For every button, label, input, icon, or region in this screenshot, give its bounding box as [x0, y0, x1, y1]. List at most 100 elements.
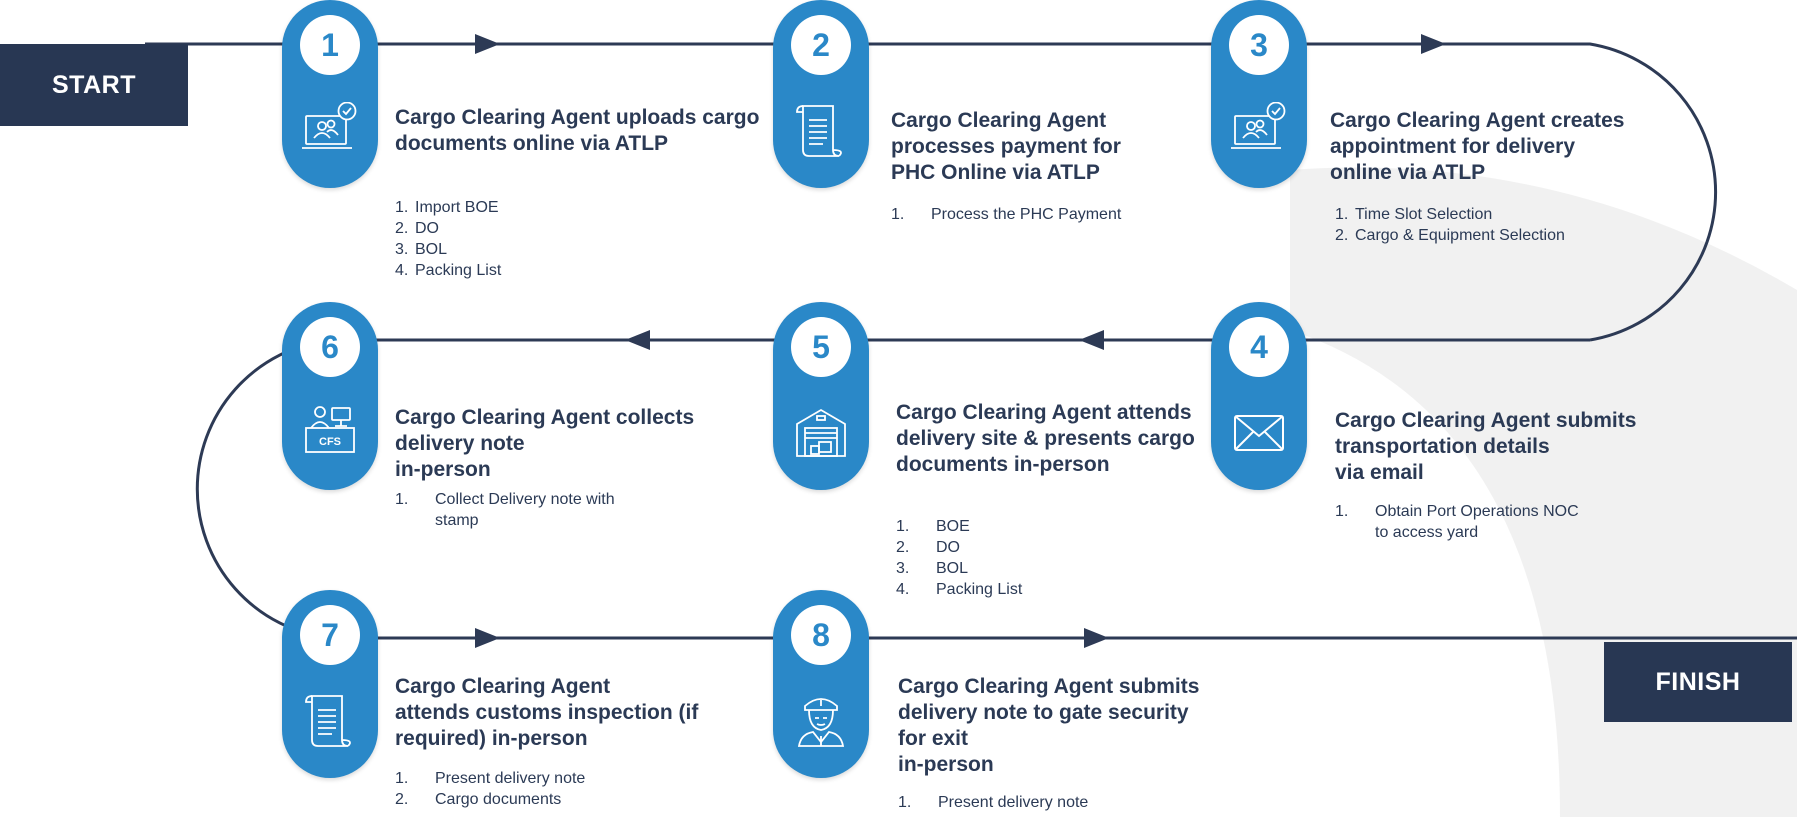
- step-number: 7: [300, 605, 360, 665]
- list-item-number: 2.: [395, 220, 409, 237]
- list-item: 1. Time Slot Selection: [1335, 204, 1565, 225]
- laptop-users-check-icon: [1231, 101, 1287, 158]
- step-number: 5: [791, 317, 851, 377]
- list-item-number: 1.: [395, 770, 409, 787]
- list-item-number: 1.: [891, 206, 905, 223]
- list-item-text: BOL: [415, 241, 448, 258]
- step-number: 6: [300, 317, 360, 377]
- title-line: Cargo Clearing Agent: [395, 675, 611, 698]
- title-line: for exit: [898, 727, 969, 750]
- step-number: 2: [791, 15, 851, 75]
- step-number: 3: [1229, 15, 1289, 75]
- list-item: 3.BOL: [395, 239, 501, 260]
- title-line: via email: [1335, 461, 1424, 484]
- step-4-title: Cargo Clearing Agent submits transportati…: [1335, 408, 1636, 486]
- arrow-right-icon: [1084, 628, 1109, 648]
- finish-box: FINISH: [1604, 642, 1792, 722]
- list-item: 1. Import BOE: [395, 197, 501, 218]
- list-item: 1. Collect Delivery note with: [395, 489, 615, 510]
- security-guard-icon: [793, 692, 849, 748]
- list-item-text: DO: [415, 220, 439, 237]
- step-2-pill: 2: [773, 0, 869, 188]
- title-line: transportation details: [1335, 435, 1550, 458]
- step-2-list: 1. Process the PHC Payment: [891, 204, 1121, 225]
- title-line: delivery site & presents cargo: [896, 427, 1195, 450]
- list-item-text: Time Slot Selection: [1355, 206, 1493, 223]
- list-item: 1. Present delivery note: [395, 768, 585, 789]
- list-item-text: Process the PHC Payment: [931, 206, 1122, 223]
- list-item-number: [1335, 522, 1375, 543]
- list-item-text: Cargo documents: [435, 791, 562, 808]
- list-item-text: Obtain Port Operations NOC: [1375, 503, 1579, 520]
- list-item: 1. Present delivery note: [898, 792, 1088, 813]
- step-number: 1: [300, 15, 360, 75]
- start-box: START: [0, 44, 188, 126]
- title-line: Cargo Clearing Agent submits: [1335, 409, 1637, 432]
- step-number: 4: [1229, 317, 1289, 377]
- svg-text:CFS: CFS: [319, 436, 341, 448]
- list-item-text: stamp: [435, 512, 479, 529]
- list-item-number: 1.: [395, 491, 409, 508]
- list-item-text: DO: [936, 539, 960, 556]
- list-item: 4.Packing List: [896, 579, 1022, 600]
- list-item-number: 4.: [395, 262, 409, 279]
- title-line: appointment for delivery: [1330, 135, 1576, 158]
- title-line: online via ATLP: [1330, 161, 1486, 184]
- arrow-right-icon: [475, 628, 500, 648]
- step-4-list: 1. Obtain Port Operations NOC to access ya…: [1335, 501, 1579, 543]
- step-8-list: 1. Present delivery note: [898, 792, 1088, 813]
- list-item-text: to access yard: [1375, 524, 1479, 541]
- scroll-document-icon: [302, 692, 358, 748]
- step-6-list: 1. Collect Delivery note with stamp: [395, 489, 615, 531]
- list-item-text: Collect Delivery note with: [435, 491, 615, 508]
- list-item-text: BOE: [936, 518, 970, 535]
- step-6-title: Cargo Clearing Agent collects delivery no…: [395, 405, 694, 483]
- arrow-left-icon: [1079, 330, 1104, 350]
- list-item: 1. Obtain Port Operations NOC: [1335, 501, 1579, 522]
- list-item: 1. Process the PHC Payment: [891, 204, 1121, 225]
- title-line: in-person: [898, 753, 994, 776]
- list-item: 3. BOL: [896, 558, 1022, 579]
- list-item-text: BOL: [936, 560, 969, 577]
- list-item-text: Cargo & Equipment Selection: [1355, 227, 1565, 244]
- title-line: delivery note: [395, 432, 525, 455]
- title-line: attends customs inspection (if: [395, 701, 699, 724]
- step-7-title: Cargo Clearing Agent attends customs insp…: [395, 674, 698, 752]
- list-item-text: Present delivery note: [435, 770, 586, 787]
- step-7-pill: 7: [282, 590, 378, 778]
- title-line: required) in-person: [395, 727, 588, 750]
- list-item: to access yard: [1335, 522, 1579, 543]
- list-item-text: Import BOE: [415, 199, 499, 216]
- step-1-pill: 1: [282, 0, 378, 188]
- list-item: stamp: [395, 510, 615, 531]
- laptop-users-check-icon: [302, 101, 358, 158]
- title-line: documents in-person: [896, 453, 1110, 476]
- list-item-number: 2.: [1335, 227, 1349, 244]
- list-item-number: [395, 510, 435, 531]
- warehouse-icon: [793, 404, 849, 460]
- list-item-number: 1.: [1335, 206, 1349, 223]
- title-line: Cargo Clearing Agent: [891, 109, 1107, 132]
- title-line: Cargo Clearing Agent attends: [896, 401, 1192, 424]
- list-item-number: 1.: [1335, 503, 1349, 520]
- title-line: Cargo Clearing Agent collects: [395, 406, 695, 429]
- envelope-icon: [1231, 404, 1287, 460]
- title-line: Cargo Clearing Agent submits: [898, 675, 1200, 698]
- arrow-left-icon: [625, 330, 650, 350]
- list-item-text: Present delivery note: [938, 794, 1089, 811]
- step-number: 8: [791, 605, 851, 665]
- title-line: PHC Online via ATLP: [891, 161, 1100, 184]
- list-item-number: 2.: [896, 539, 910, 556]
- title-line: delivery note to gate security: [898, 701, 1189, 724]
- list-item-number: 1.: [898, 794, 912, 811]
- list-item-number: 1.: [395, 199, 409, 216]
- title-line: in-person: [395, 458, 491, 481]
- list-item-number: 3.: [896, 560, 910, 577]
- list-item: 2. DO: [896, 537, 1022, 558]
